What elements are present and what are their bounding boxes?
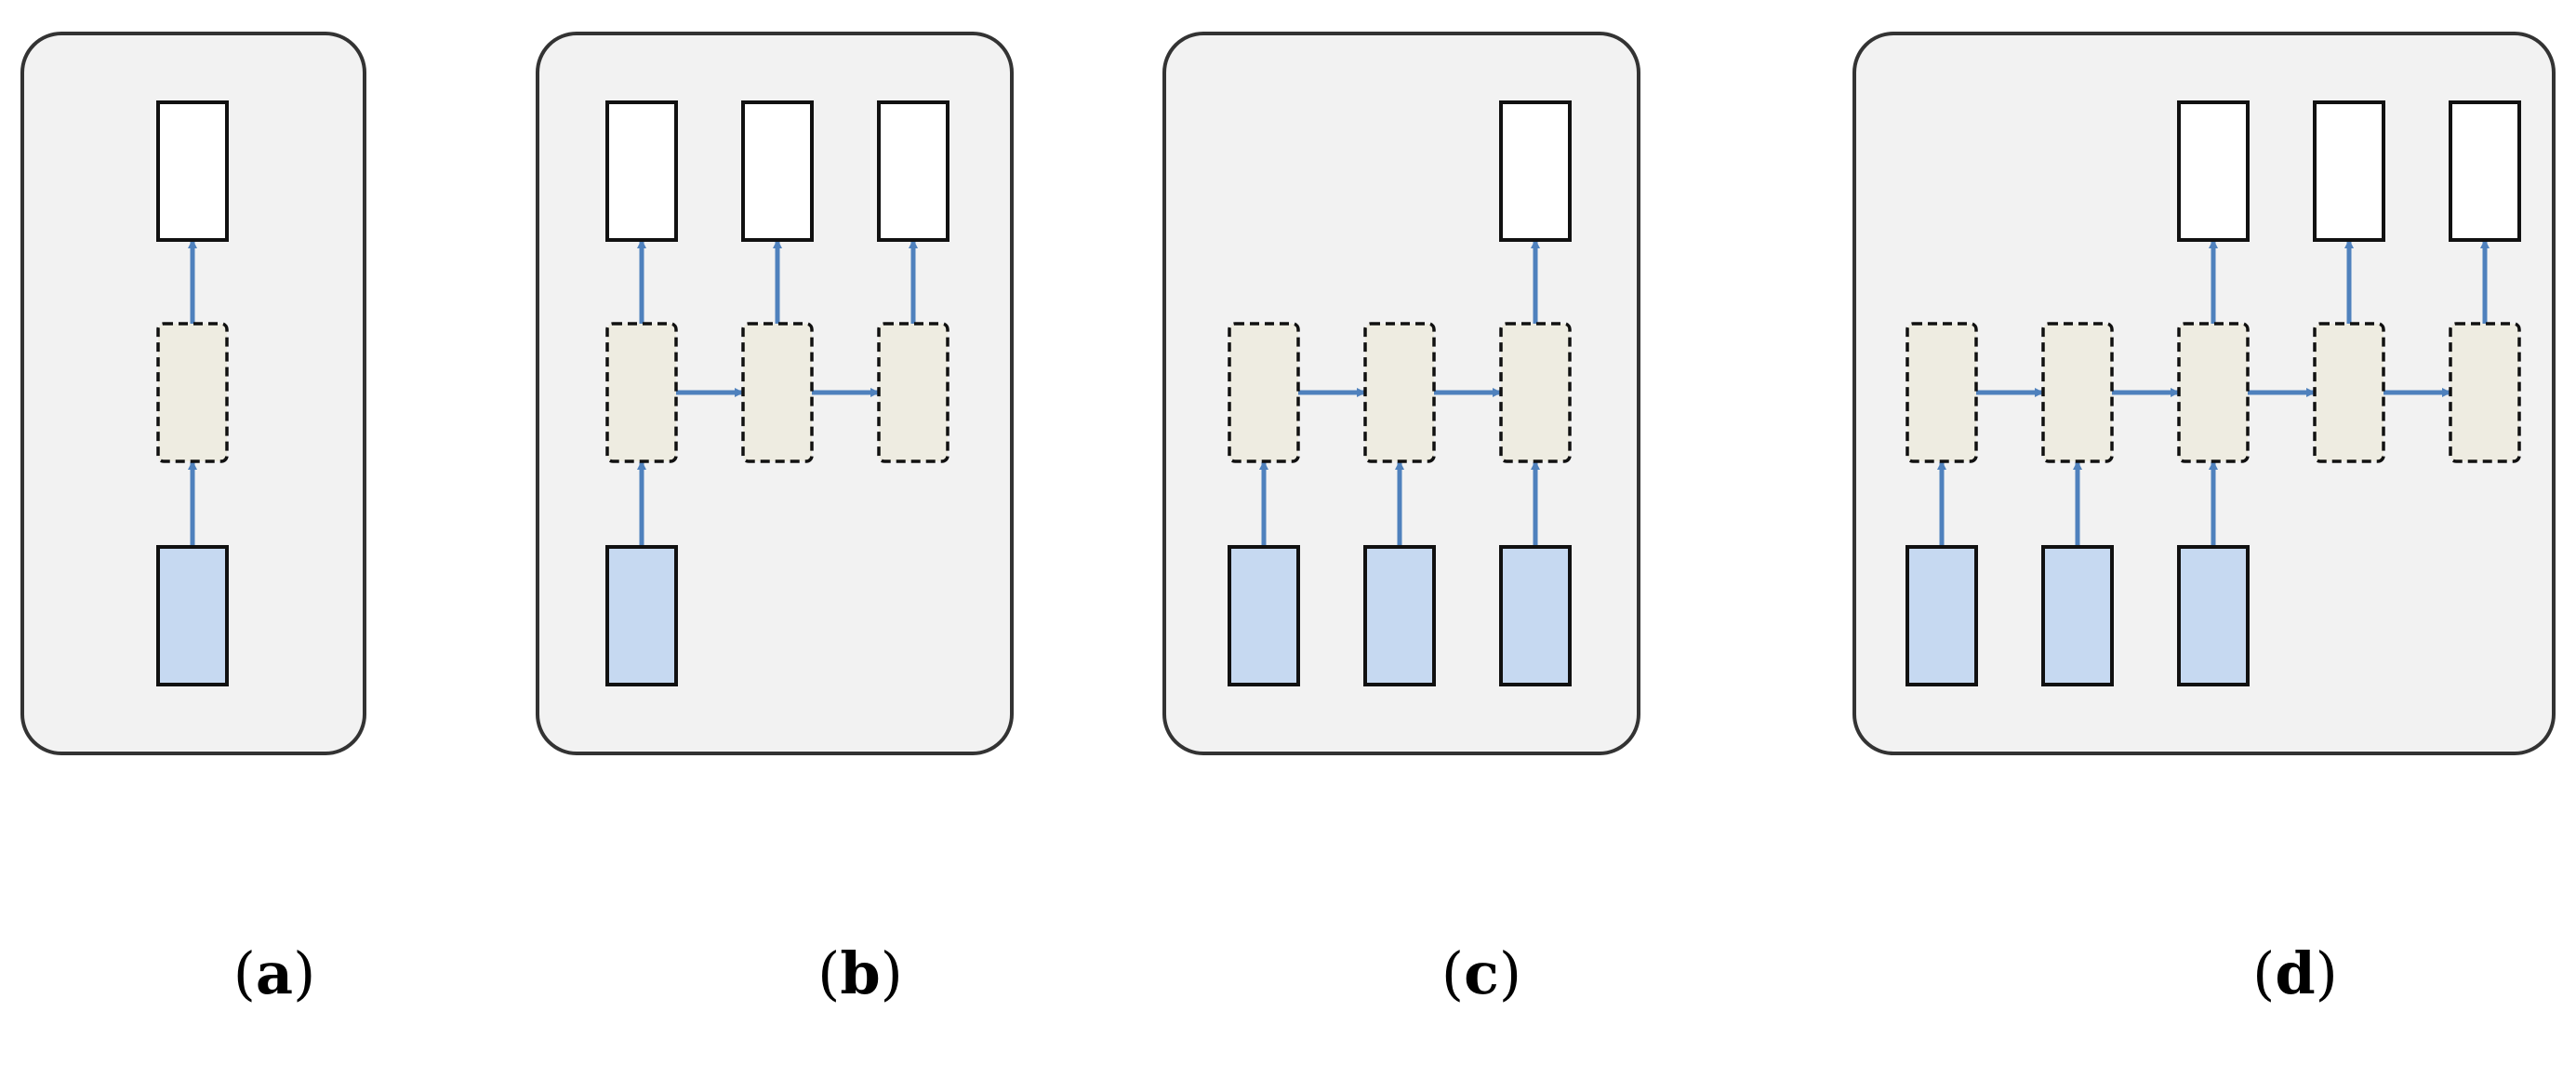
input-box-c-1: [1228, 545, 1300, 686]
hidden-state-a-1: [156, 322, 229, 463]
hidden-state-d-1: [1905, 322, 1978, 463]
input-box-d-1: [1905, 545, 1978, 686]
output-box-b-1: [605, 100, 678, 242]
hidden-state-c-3: [1499, 322, 1572, 463]
hidden-state-b-3: [877, 322, 949, 463]
caption-c: (c): [1441, 939, 1522, 1007]
hidden-state-d-4: [2313, 322, 2385, 463]
caption-d-label: d: [2275, 939, 2316, 1007]
input-box-b-1: [605, 545, 678, 686]
caption-a-label: a: [255, 939, 294, 1007]
output-box-d-3: [2177, 100, 2250, 242]
caption-c-label: c: [1464, 939, 1499, 1007]
hidden-state-c-1: [1228, 322, 1300, 463]
input-box-d-2: [2041, 545, 2114, 686]
hidden-state-d-5: [2449, 322, 2521, 463]
hidden-state-c-2: [1363, 322, 1436, 463]
output-box-a-1: [156, 100, 229, 242]
input-box-d-3: [2177, 545, 2250, 686]
output-box-d-4: [2313, 100, 2385, 242]
caption-b: (b): [817, 939, 903, 1007]
hidden-state-d-3: [2177, 322, 2250, 463]
caption-b-label: b: [840, 939, 881, 1007]
output-box-d-5: [2449, 100, 2521, 242]
caption-a: (a): [232, 939, 316, 1007]
output-box-b-3: [877, 100, 949, 242]
input-box-c-3: [1499, 545, 1572, 686]
output-box-c-3: [1499, 100, 1572, 242]
output-box-b-2: [741, 100, 814, 242]
caption-d: (d): [2252, 939, 2338, 1007]
input-box-c-2: [1363, 545, 1436, 686]
input-box-a-1: [156, 545, 229, 686]
hidden-state-b-1: [605, 322, 678, 463]
hidden-state-b-2: [741, 322, 814, 463]
hidden-state-d-2: [2041, 322, 2114, 463]
